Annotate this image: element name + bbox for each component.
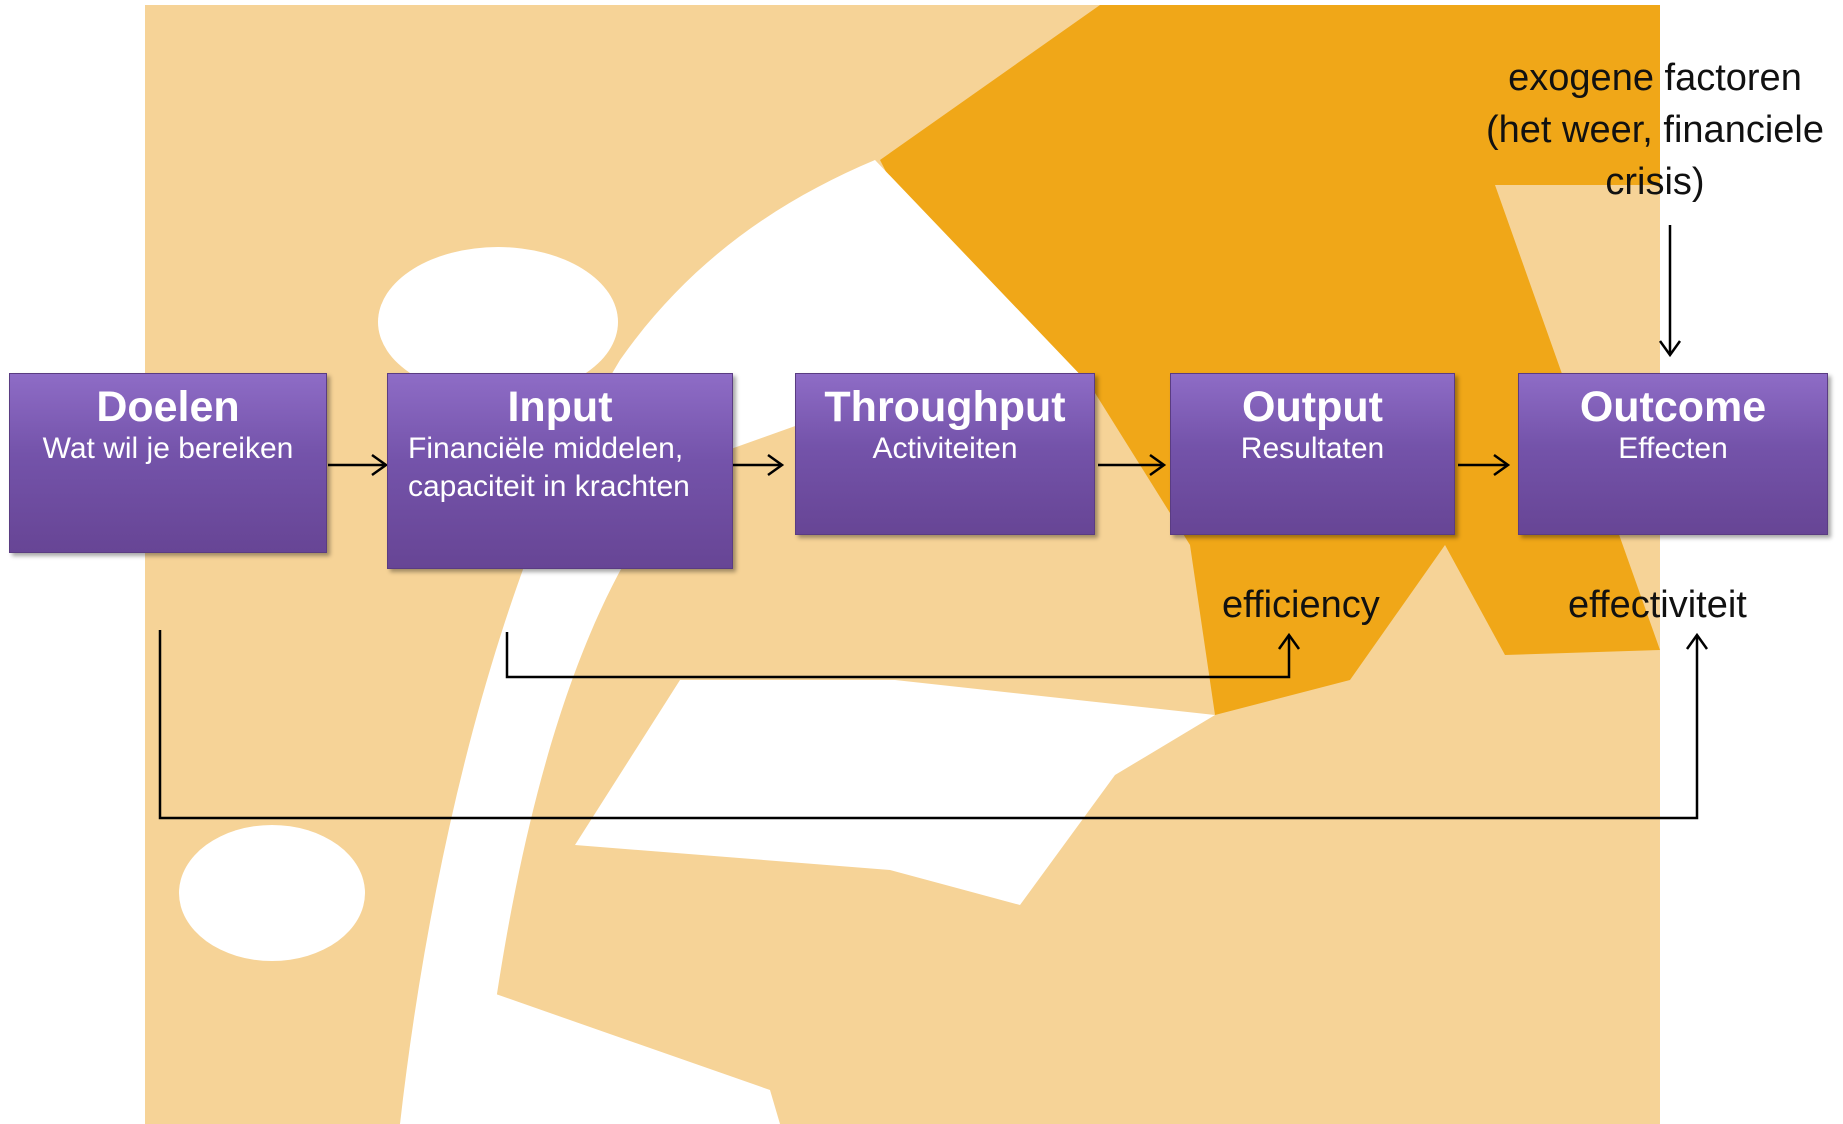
doelen-box: Doelen Wat wil je bereiken [9, 373, 327, 553]
orange-sun-shape [880, 5, 1660, 715]
doelen-title: Doelen [96, 383, 240, 431]
figure-head-top [378, 247, 618, 397]
figure-foot [455, 985, 780, 1124]
throughput-box: Throughput Activiteiten [795, 373, 1095, 535]
output-box: Output Resultaten [1170, 373, 1455, 535]
doelen-subtitle: Wat wil je bereiken [42, 432, 294, 465]
input-subtitle: Financiële middelen, capaciteit in krach… [408, 432, 690, 503]
input-title: Input [507, 383, 613, 431]
figure-limb [575, 680, 1215, 905]
efficiency-label: efficiency [1222, 584, 1380, 626]
throughput-subtitle: Activiteiten [872, 432, 1018, 465]
outcome-box: Outcome Effecten [1518, 373, 1828, 535]
throughput-title: Throughput [824, 383, 1066, 431]
output-title: Output [1242, 383, 1383, 431]
effectiviteit-label: effectiviteit [1568, 584, 1747, 626]
figure-head-bottom [179, 825, 365, 961]
exogenous-factors-label: exogene factoren (het weer, financiele c… [1486, 57, 1824, 203]
connector-doelen-to-effectiviteit [158, 630, 1699, 820]
outcome-subtitle: Effecten [1618, 432, 1728, 465]
input-box: Input Financiële middelen, capaciteit in… [387, 373, 733, 569]
output-subtitle: Resultaten [1240, 432, 1385, 465]
outcome-title: Outcome [1579, 383, 1767, 431]
connector-input-to-efficiency [505, 632, 1291, 679]
